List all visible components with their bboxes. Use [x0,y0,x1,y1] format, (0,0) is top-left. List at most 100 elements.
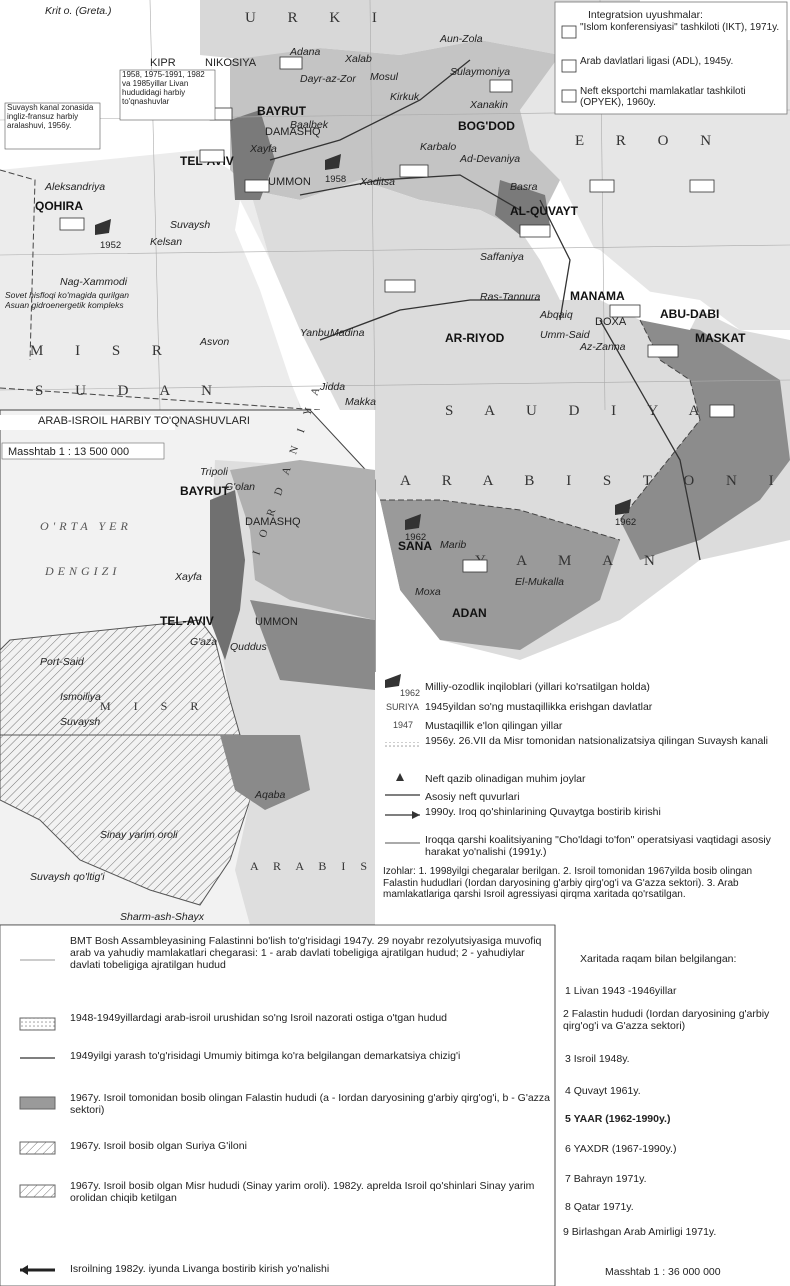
svg-text:Asvon: Asvon [199,336,229,348]
svg-text:Basra: Basra [510,181,538,193]
svg-text:Suvaysh: Suvaysh [60,716,100,728]
svg-text:Baalbek: Baalbek [290,119,329,131]
svg-text:Jidda: Jidda [319,381,345,393]
svg-text:AL-QUVAYT: AL-QUVAYT [510,204,579,218]
svg-text:Dayr-az-Zor: Dayr-az-Zor [300,73,356,85]
inset-map-lower: Sinay yarim oroli Aqaba Sharm-ash-Shayx … [0,734,455,926]
svg-text:Aqaba: Aqaba [254,789,286,801]
svg-text:Mustaqillik e'lon qilingan yil: Mustaqillik e'lon qilingan yillar [425,720,563,732]
svg-text:Madina: Madina [330,327,365,339]
svg-text:1952: 1952 [100,240,121,251]
main-legend-box [375,672,790,925]
svg-text:5 YAAR (1962-1990y.): 5 YAAR (1962-1990y.) [565,1113,670,1125]
main-legend-texts: Milliy-ozodlik inqiloblari (yillari ko'r… [383,681,771,900]
annotation-box-lebanon [119,69,216,121]
integration-item-ikt: "Islom konferensiyasi" tashkiloti (IKT),… [580,22,780,33]
svg-text:Xaritada raqam bilan belgilang: Xaritada raqam bilan belgilangan: [580,953,736,965]
svg-text:BAYRUT: BAYRUT [180,484,230,498]
svg-text:Adana: Adana [289,46,321,58]
svg-text:Ras-Tannura: Ras-Tannura [480,291,540,303]
svg-text:Abqaiq: Abqaiq [539,309,573,321]
label-egypt: M I S R [30,343,176,359]
svg-text:Ad-Devaniya: Ad-Devaniya [459,153,520,165]
svg-text:NIKOSIYA: NIKOSIYA [205,57,257,69]
svg-text:Masshtab 1 : 36 000 000: Masshtab 1 : 36 000 000 [605,1266,721,1278]
svg-text:SURIYA: SURIYA [386,702,419,712]
svg-text:Xayfa: Xayfa [249,143,277,155]
svg-text:ABU-DABI: ABU-DABI [660,307,719,321]
integration-item-opec: Neft eksportchi mamlakatlar tashkiloti (… [580,86,746,108]
svg-text:UMMON: UMMON [255,616,298,628]
label-yemen: Y A M A N [475,553,669,569]
inset-map: ARAB-ISROIL HARBIY TO'QNASHUVLARI Massht… [0,409,376,736]
svg-text:Mosul: Mosul [370,71,399,83]
svg-text:QOHIRA: QOHIRA [35,199,83,213]
inset-scale: Masshtab 1 : 13 500 000 [8,446,129,458]
svg-text:DOXA: DOXA [595,316,627,328]
svg-text:El-Mukalla: El-Mukalla [515,576,564,588]
svg-text:UMMON: UMMON [268,176,311,188]
place-labels: Krit o. (Greta.) KIPR NIKOSIYA Adana Xal… [35,5,746,620]
svg-text:Makka: Makka [345,396,376,408]
integration-legend-box [554,1,788,115]
svg-text:Suvaysh: Suvaysh [170,219,210,231]
svg-text:4 Quvayt 1961y.: 4 Quvayt 1961y. [565,1085,641,1097]
label-saudi-2: A R A B I S T O N I [400,473,788,489]
svg-text:M I S R: M I S R [100,699,208,713]
svg-text:BAYRUT: BAYRUT [257,104,307,118]
svg-text:3 Isroil 1948y.: 3 Isroil 1948y. [565,1053,630,1065]
svg-text:DAMASHQ: DAMASHQ [265,126,321,138]
svg-text:Port-Said: Port-Said [40,656,85,668]
main-legend-symbols: 1962 SURIYA 1947 [385,674,420,844]
numbers-legend: Xaritada raqam bilan belgilangan: 1 Liva… [554,925,769,1286]
svg-text:Krit o. (Greta.): Krit o. (Greta.) [45,5,112,17]
svg-text:Kelsan: Kelsan [150,236,182,248]
svg-text:TEL-AVIV: TEL-AVIV [160,614,214,628]
integration-legend-icons [561,25,577,103]
svg-text:Xanakin: Xanakin [469,99,508,111]
integration-legend-title: Integratsion uyushmalar: [588,9,703,21]
svg-text:1962: 1962 [400,688,420,698]
org-icons [59,56,735,573]
oil-pipelines [269,59,701,561]
bottom-legend-symbols [19,959,56,1275]
svg-text:DENGIZI: DENGIZI [44,564,120,578]
bottom-legend-box [0,924,556,1286]
svg-text:Umm-Said: Umm-Said [540,329,591,341]
annotation-aswan: Sovet hisfloqi ko'magida qurilgan Asuan … [5,290,130,310]
svg-text:Xaditsa: Xaditsa [359,176,395,188]
svg-text:1947: 1947 [393,720,413,730]
label-iran: E R O N [575,133,725,149]
svg-text:8 Qatar 1971y.: 8 Qatar 1971y. [565,1201,634,1213]
svg-text:Aun-Zola: Aun-Zola [439,33,483,45]
svg-text:1962: 1962 [615,517,636,528]
svg-text:Asosiy neft quvurlari: Asosiy neft quvurlari [425,791,520,803]
svg-text:Sulaymoniya: Sulaymoniya [450,66,510,78]
label-turkey: U R K I [245,10,391,26]
annotation-suez: Suvaysh kanal zonasida ingliz-fransuz ha… [7,103,94,130]
svg-text:SANA: SANA [398,539,432,553]
svg-text:1958: 1958 [325,174,346,185]
svg-text:7 Bahrayn 1971y.: 7 Bahrayn 1971y. [565,1173,647,1185]
annotation-box-suez [4,102,101,150]
svg-text:O'RTA YER: O'RTA YER [40,519,132,533]
svg-text:MANAMA: MANAMA [570,289,625,303]
svg-text:G'olan: G'olan [225,481,255,493]
svg-text:1 Livan 1943 -1946yillar: 1 Livan 1943 -1946yillar [565,985,677,997]
svg-text:Neft qazib olinadigan muhim jo: Neft qazib olinadigan muhim joylar [425,773,586,785]
svg-text:Karbalo: Karbalo [420,141,456,153]
svg-text:MASKAT: MASKAT [695,331,746,345]
svg-text:Xayfa: Xayfa [174,571,202,583]
svg-text:BOG'DOD: BOG'DOD [458,119,515,133]
svg-text:6 YAXDR (1967-1990y.): 6 YAXDR (1967-1990y.) [565,1143,676,1155]
svg-text:1962: 1962 [405,532,426,543]
annotation-lebanon: 1958, 1975-1991, 1982 va 1985yillar Liva… [122,70,205,106]
svg-text:DAMASHQ: DAMASHQ [245,516,301,528]
svg-text:ADAN: ADAN [452,606,487,620]
svg-text:Quddus: Quddus [230,641,268,653]
svg-text:Saffaniya: Saffaniya [480,251,524,263]
svg-text:1945yildan so'ng mustaqillikka: 1945yildan so'ng mustaqillikka erishgan … [425,701,653,713]
revolution-flags: 1952 1958 1962 1962 [95,154,636,543]
svg-text:Moxa: Moxa [415,586,441,598]
svg-text:Tripoli: Tripoli [200,466,228,478]
